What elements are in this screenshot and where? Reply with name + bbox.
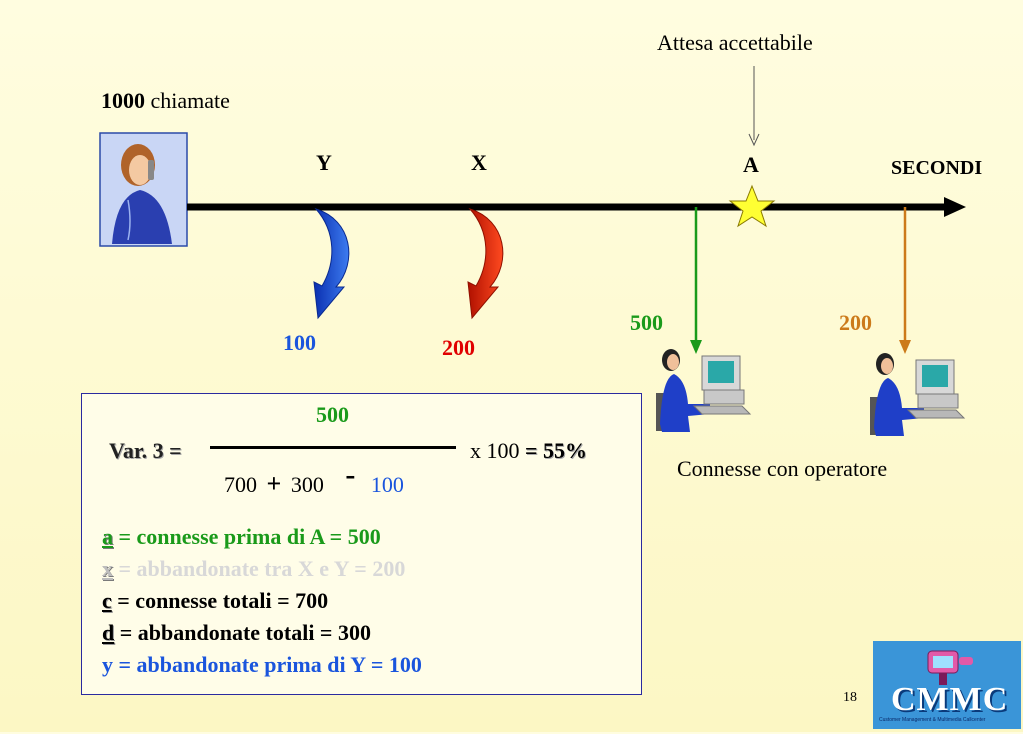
formula-result-line: x 100 = 55%: [470, 438, 587, 464]
callers-label: 1000 chiamate: [101, 88, 230, 114]
cmmc-logo: CMMC Customer Management & Multimedia Ca…: [873, 641, 1021, 729]
legend-text-d: = abbandonate totali = 300: [119, 620, 371, 645]
marker-y: Y: [316, 150, 332, 175]
denominator-term3: 100: [370, 472, 404, 497]
legend-line-d: d = abbandonate totali = 300: [102, 620, 371, 646]
legend-text-a: = connesse prima di A = 500: [118, 524, 381, 549]
abandoned-before-y-value: 100: [283, 330, 316, 355]
formula-name-line: Var. 3 =: [109, 438, 182, 464]
connected-after-a-value: 200: [839, 310, 872, 335]
formula-box: 500 Var. 3 = x 100 = 55% 700 + 300 - 100…: [81, 393, 642, 695]
formula-result-equals: =: [525, 438, 538, 463]
operators-caption: Connesse con operatore: [677, 456, 888, 481]
legend-line-y: y = abbandonate prima di Y = 100: [102, 652, 422, 678]
legend-text-x: = abbandonate tra X e Y = 200: [118, 556, 406, 581]
page-number: 18: [843, 690, 857, 705]
axis-unit-label: SECONDI: [891, 157, 983, 179]
legend-key-x: x: [102, 556, 113, 581]
legend-key-a: a: [102, 524, 113, 549]
legend-line-a: a = connesse prima di A = 500: [102, 524, 381, 550]
legend-text-y: = abbandonate prima di Y = 100: [118, 652, 422, 677]
denominator-term1: 700: [224, 472, 257, 497]
legend-text-c: = connesse totali = 700: [117, 588, 329, 613]
timeline-arrowhead: [944, 197, 966, 217]
logo-tagline: Customer Management & Multimedia Callcen…: [879, 717, 986, 723]
operator-icon: [870, 353, 966, 436]
marker-a: A: [743, 152, 759, 177]
caller-icon: [99, 132, 188, 247]
formula-name: Var. 3: [109, 438, 164, 463]
formula-denominator: 700 + 300 - 100: [224, 458, 404, 500]
logo-mark: CMMC: [891, 681, 1009, 718]
formula-equals: =: [169, 438, 182, 463]
connect-arrow-green: [690, 207, 702, 354]
marker-x: X: [471, 150, 487, 175]
connect-arrow-orange: [899, 207, 911, 354]
plus-sign: +: [266, 469, 282, 498]
denominator-term2: 300: [290, 472, 324, 497]
minus-sign: -: [345, 458, 356, 491]
abandoned-between-value: 200: [442, 335, 475, 360]
callers-text: chiamate: [150, 88, 230, 113]
formula-numerator: 500: [316, 402, 349, 427]
abandon-arrow-y: [313, 208, 350, 320]
fraction-bar: [210, 446, 456, 449]
legend-key-d: d: [102, 620, 115, 645]
connected-before-a-value: 500: [630, 310, 663, 335]
formula-result: 55%: [543, 438, 588, 463]
legend-key-y: y: [102, 652, 113, 677]
abandon-arrow-x: [467, 208, 504, 320]
legend-line-x: x = abbandonate tra X e Y = 200: [102, 556, 405, 582]
legend-line-c: c = connesse totali = 700: [102, 588, 328, 614]
legend-key-c: c: [102, 588, 112, 613]
operator-icon: [656, 349, 752, 432]
callers-count: 1000: [101, 88, 145, 113]
logo-icon: [927, 650, 973, 685]
formula-times: x 100: [470, 438, 520, 463]
accept-wait-label: Attesa accettabile: [657, 30, 813, 55]
star-icon: [728, 184, 776, 228]
